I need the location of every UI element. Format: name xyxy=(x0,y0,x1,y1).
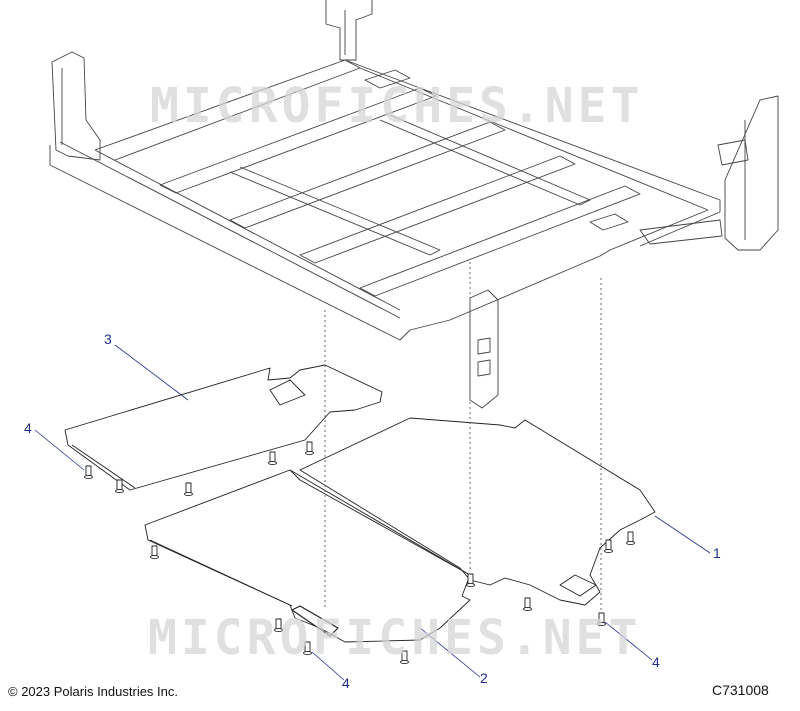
fastener-bolts xyxy=(84,441,635,665)
floor-panel-3 xyxy=(64,364,383,491)
frame-assembly xyxy=(49,0,779,409)
callout-1: 1 xyxy=(713,545,721,561)
callout-4-right: 4 xyxy=(652,654,660,670)
callout-3: 3 xyxy=(104,331,112,347)
floor-panel-2 xyxy=(144,469,471,643)
leader-lines xyxy=(34,344,711,681)
floor-panel-1 xyxy=(299,417,656,606)
watermark-bottom: MICROFICHES.NET xyxy=(148,610,642,666)
callout-4-left: 4 xyxy=(24,420,32,436)
alignment-lines xyxy=(324,262,602,610)
callout-4-bottom: 4 xyxy=(342,675,350,691)
watermark-top: MICROFICHES.NET xyxy=(150,78,644,134)
copyright-text: © 2023 Polaris Industries Inc. xyxy=(8,684,178,699)
callout-2: 2 xyxy=(480,670,488,686)
diagram-id: C731008 xyxy=(712,682,769,698)
